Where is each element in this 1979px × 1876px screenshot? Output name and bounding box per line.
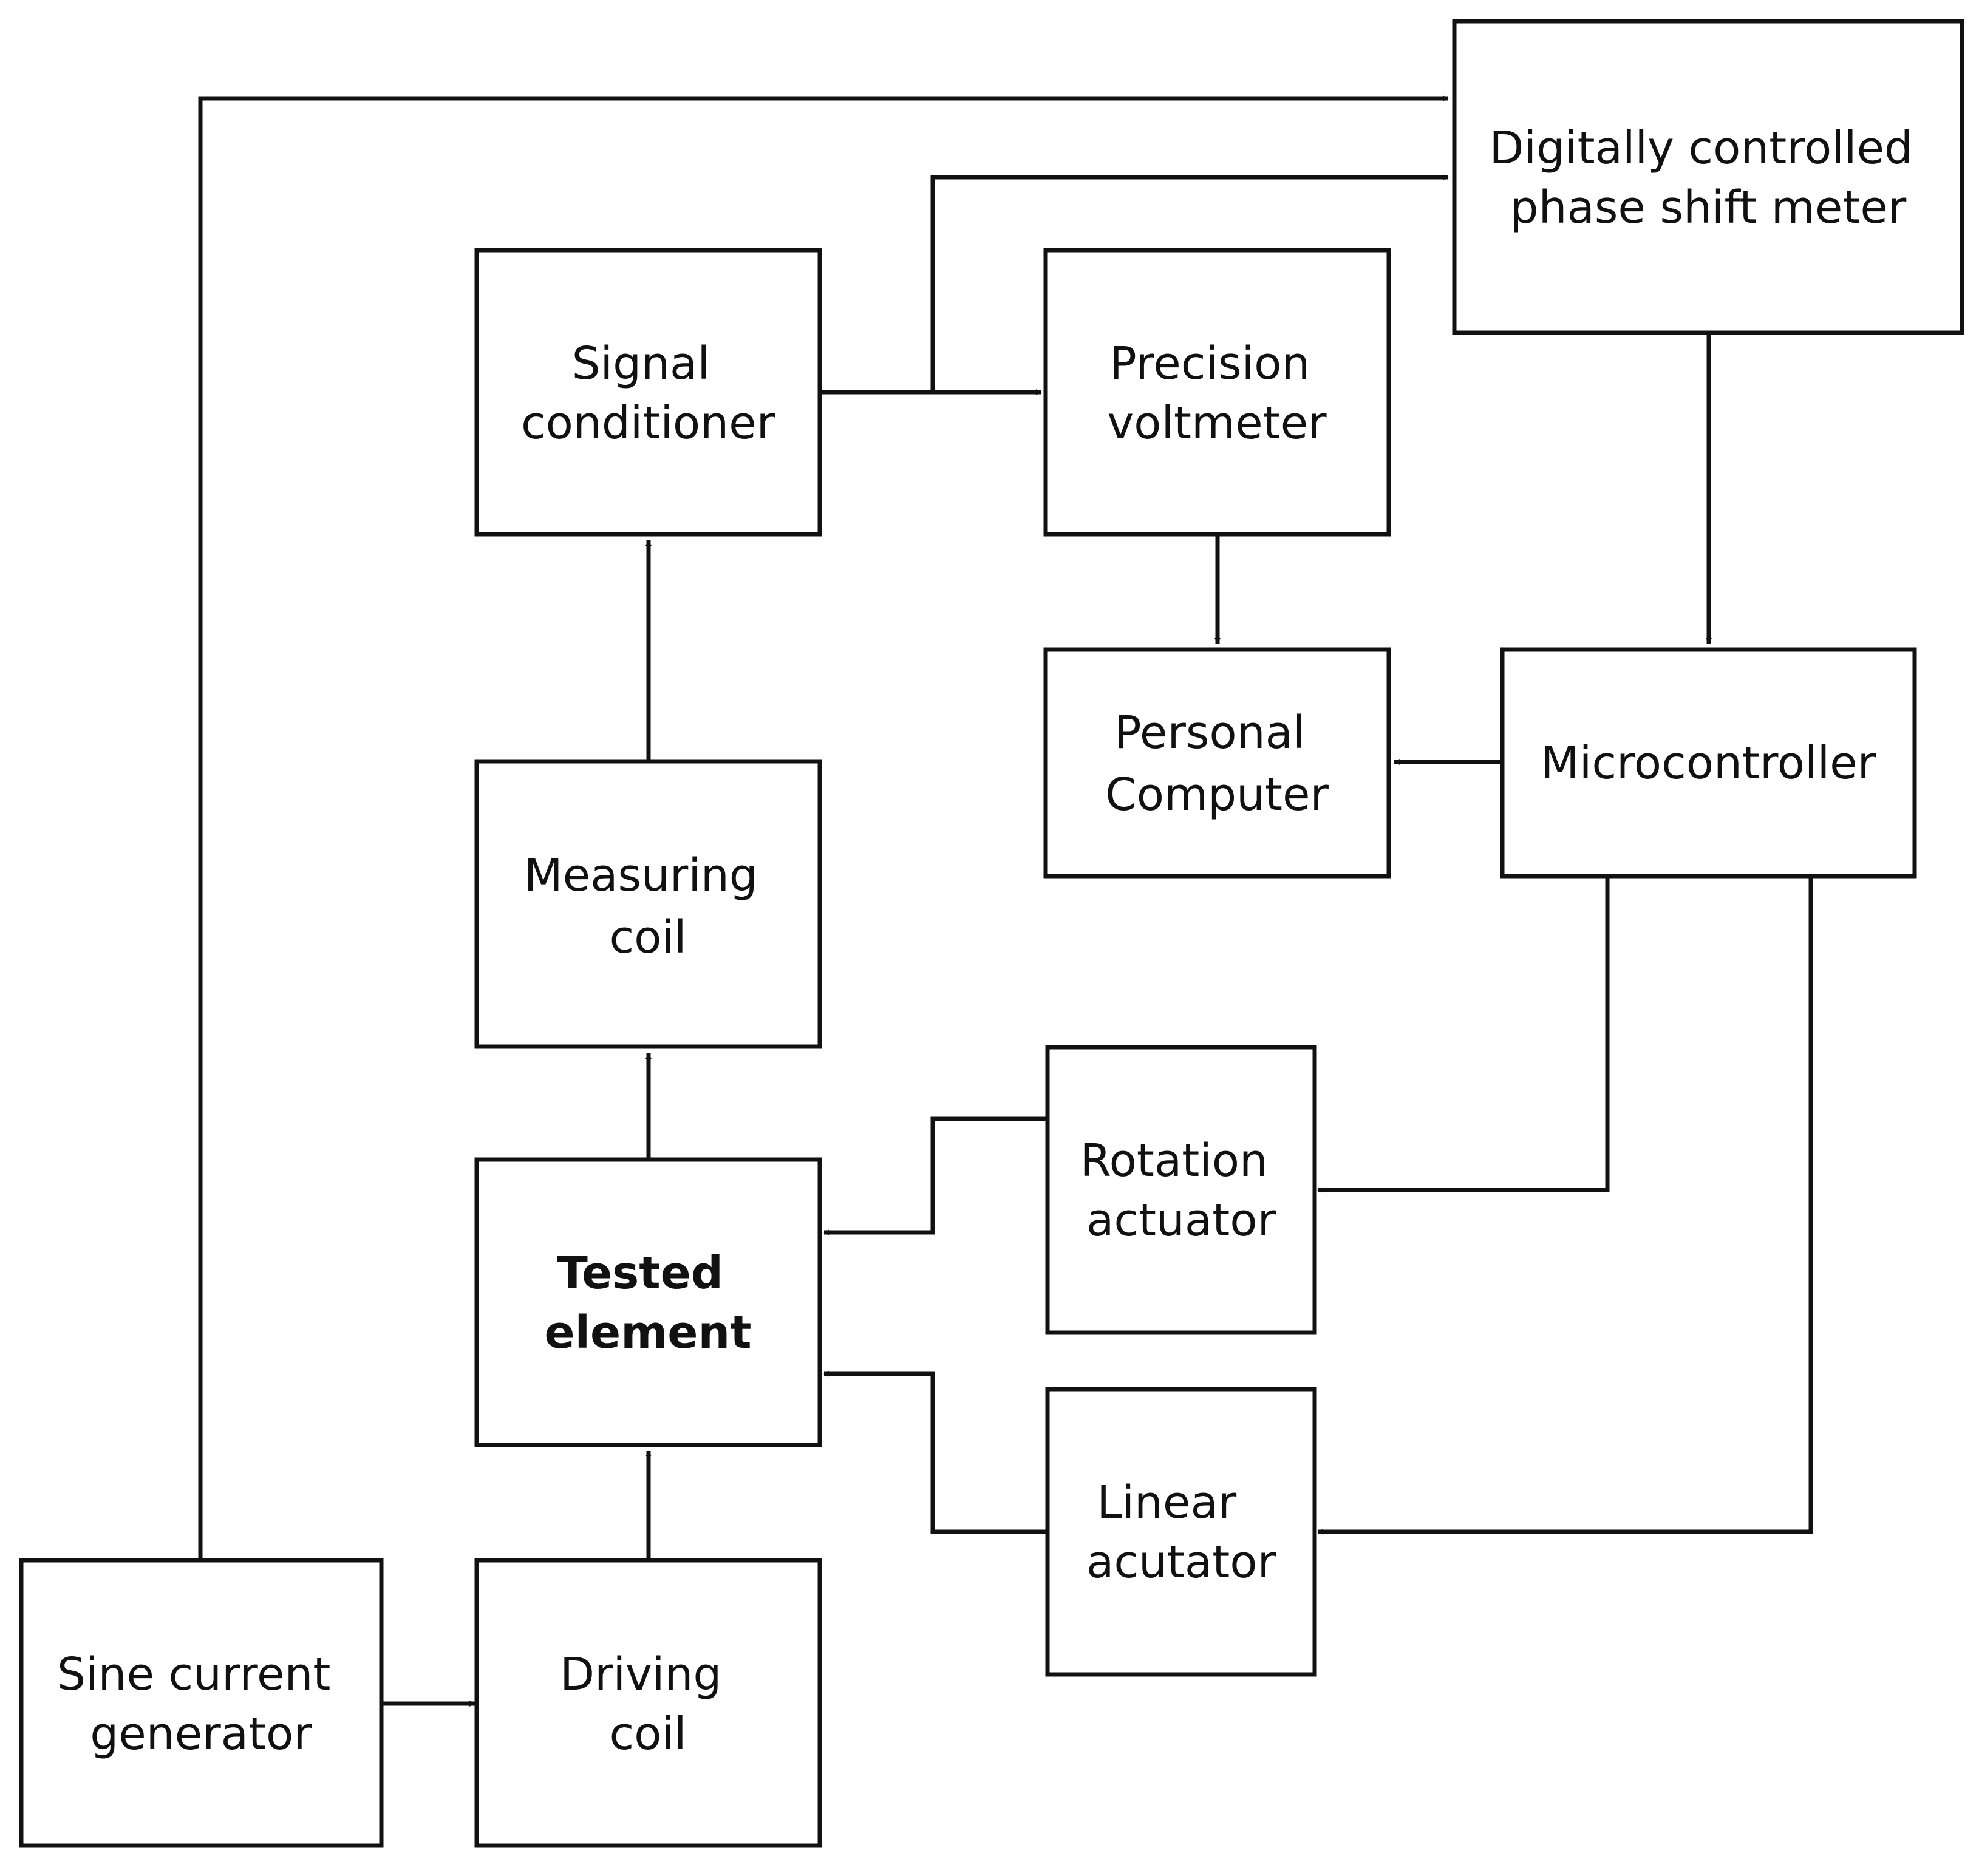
svg-text:Driving coil: Driving coil: [560, 1648, 736, 1760]
signal-conditioner-label-line-2: conditioner: [521, 397, 775, 449]
connection-arrows: [198, 95, 1813, 1707]
signal-conditioner-label-line-1: Signal: [572, 338, 710, 390]
linear-actuator-label-line-1: Linear: [1097, 1477, 1237, 1529]
precision-voltmeter-block: Precision voltmeter: [1043, 248, 1391, 537]
tested-element-label-line-1: Tested: [557, 1247, 723, 1299]
arrow-linear-actuator-to-tested-element: [823, 1371, 1047, 1534]
tested-element-label-line-2: element: [544, 1307, 751, 1359]
tested-element-block: Tested element: [474, 1157, 822, 1447]
microcontroller-block: Microcontroller: [1500, 647, 1917, 879]
arrow-sine-generator-to-phase-meter: [198, 95, 1449, 1560]
driving-coil-block: Driving coil: [474, 1558, 822, 1848]
rotation-actuator-label-line-1: Rotation: [1080, 1135, 1267, 1187]
phase-shift-meter-label-line-1: Digitally controlled: [1490, 122, 1913, 174]
phase-shift-meter-label-line-2: phase shift meter: [1510, 182, 1907, 234]
svg-text:Signal conditioner: Signal conditioner: [521, 338, 775, 449]
rotation-actuator-label-line-2: actuator: [1086, 1194, 1276, 1246]
linear-actuator-label-line-2: acutator: [1086, 1536, 1276, 1588]
personal-computer-label-line-1: Personal: [1114, 707, 1306, 759]
svg-text:Digitally controlled p: Digitally controlled phase shift meter: [1490, 122, 1927, 234]
diagram-blocks: Digitally controlled phase shift meter S…: [19, 19, 1964, 1848]
svg-text:Sine current generator: Sine current generator: [57, 1648, 345, 1760]
svg-text:Rotation actuator: Rotation actuator: [1080, 1135, 1282, 1246]
svg-text:Personal Computer: Personal Computer: [1105, 707, 1329, 821]
svg-text:Measuring coil: Measuring coil: [524, 849, 772, 963]
signal-conditioner-block: Signal conditioner: [474, 248, 822, 537]
driving-coil-label-line-2: coil: [609, 1708, 686, 1760]
precision-voltmeter-label-line-1: Precision: [1109, 338, 1310, 390]
arrow-microcontroller-to-linear-actuator: [1317, 876, 1813, 1535]
svg-text:Tested element: Tested element: [544, 1247, 751, 1359]
microcontroller-label-line-1: Microcontroller: [1541, 737, 1876, 789]
measuring-coil-block: Measuring coil: [474, 759, 822, 1049]
rotation-actuator-block: Rotation actuator: [1045, 1045, 1317, 1335]
driving-coil-label-line-1: Driving: [560, 1648, 721, 1701]
precision-voltmeter-label-line-2: voltmeter: [1107, 397, 1327, 449]
measuring-coil-label-line-2: coil: [609, 911, 686, 963]
personal-computer-block: Personal Computer: [1043, 647, 1391, 879]
linear-actuator-block: Linear acutator: [1045, 1387, 1317, 1677]
sine-current-generator-block: Sine current generator: [19, 1558, 384, 1848]
arrow-rotation-actuator-to-tested-element: [823, 1116, 1047, 1235]
phase-shift-meter-block: Digitally controlled phase shift meter: [1452, 19, 1964, 335]
svg-text:Precision voltmeter: Precision voltmeter: [1107, 338, 1327, 449]
measuring-coil-label-line-1: Measuring: [524, 849, 758, 902]
svg-text:Linear acutator: Linear acutator: [1086, 1477, 1276, 1588]
sine-generator-label-line-1: Sine current: [57, 1648, 330, 1701]
svg-text:Microcontroller: Microcontroller: [1541, 737, 1876, 789]
personal-computer-label-line-2: Computer: [1105, 769, 1329, 821]
sine-generator-label-line-2: generator: [90, 1708, 312, 1760]
arrow-microcontroller-to-rotation-actuator: [1317, 876, 1610, 1193]
